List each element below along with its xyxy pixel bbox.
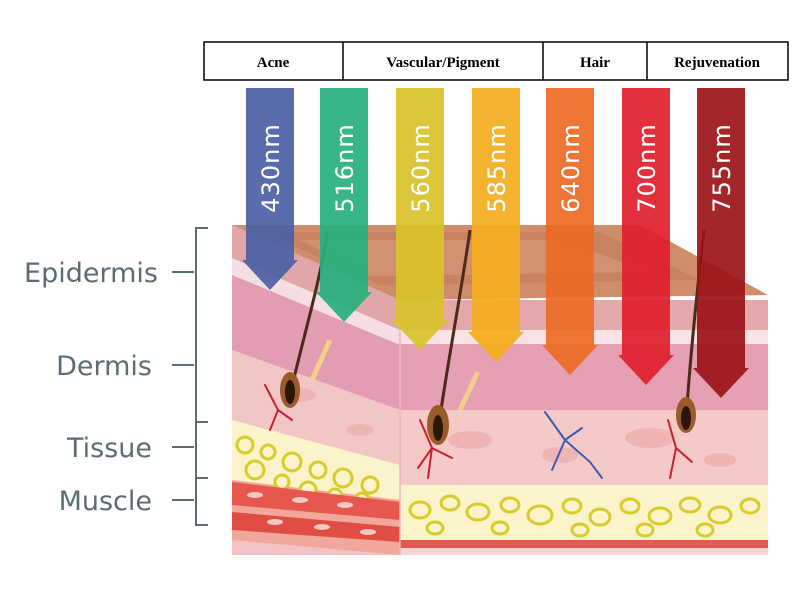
wavelength-arrow-755nm [693, 88, 749, 398]
category-hair: Hair [580, 55, 610, 71]
blood-vessels [264, 384, 693, 479]
wavelength-label-430nm: 430nm [257, 123, 285, 212]
side-muscle-band [400, 540, 768, 548]
category-vascular-pigment: Vascular/Pigment [386, 55, 500, 71]
wavelength-arrow-430nm [242, 88, 298, 290]
wavelength-label-585nm: 585nm [483, 123, 511, 212]
hair-follicles [280, 229, 706, 445]
category-acne: Acne [257, 55, 290, 71]
wavelength-arrow-560nm [392, 88, 448, 350]
wavelength-label-700nm: 700nm [633, 123, 661, 212]
wavelength-arrow-585nm [468, 88, 524, 362]
wavelength-arrow-700nm [618, 88, 674, 385]
layer-label-muscle: Muscle [59, 486, 152, 517]
wavelength-label-640nm: 640nm [557, 123, 585, 212]
wavelength-arrow-516nm [316, 88, 372, 322]
muscle-fibres [232, 482, 400, 542]
layer-bracket [172, 227, 208, 526]
wavelength-label-755nm: 755nm [708, 123, 736, 212]
wavelength-arrows: 430nm 516nm 560nm 585nm 640nm 700nm 755nm [242, 88, 749, 398]
category-header-border [203, 41, 789, 81]
layer-label-epidermis: Epidermis [24, 258, 158, 289]
wavelength-label-516nm: 516nm [331, 123, 359, 212]
bracket-line [195, 227, 208, 526]
layer-label-tissue: Tissue [66, 433, 152, 464]
fat-cells-side [408, 494, 761, 538]
side-tissue-band [400, 410, 768, 485]
wavelength-label-560nm: 560nm [407, 123, 435, 212]
category-rejuvenation: Rejuvenation [674, 55, 760, 71]
wavelength-arrow-640nm [542, 88, 598, 375]
front-dermis-band [232, 275, 400, 410]
category-header: Acne Vascular/Pigment Hair Rejuvenation [203, 41, 789, 81]
front-tissue-band [232, 350, 400, 465]
layer-label-dermis: Dermis [56, 351, 152, 382]
